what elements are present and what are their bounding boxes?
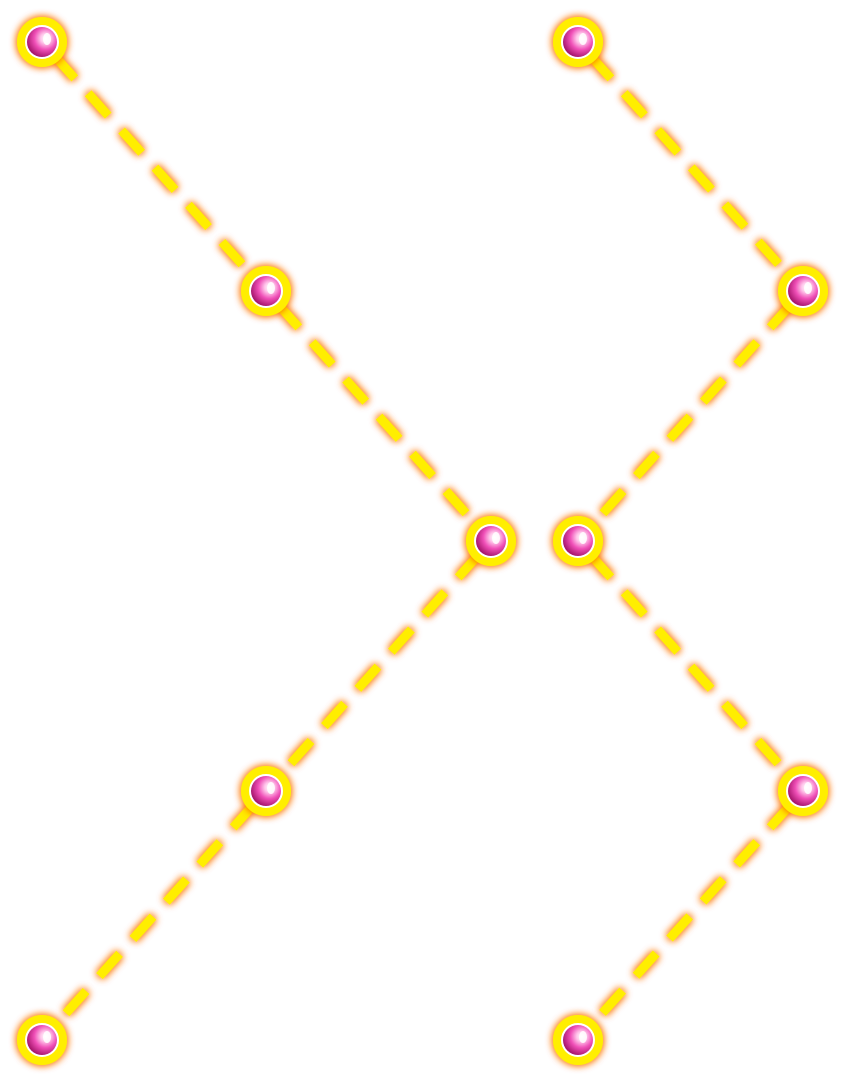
left-zigzag-path-segment-2 [275,302,482,530]
node-2 [553,17,603,67]
bead-highlight [804,782,812,794]
node-5 [466,516,516,566]
left-zigzag-path-segment-4 [51,802,257,1029]
node-3 [241,266,291,316]
node-bead [476,526,506,556]
node-4 [778,266,828,316]
right-zigzag-path-segment-2 [587,302,794,530]
bead-highlight [804,282,812,294]
node-7 [241,766,291,816]
right-zigzag-path-segment-1 [587,53,794,280]
node-bead [788,776,818,806]
node-bead [251,276,281,306]
bead-highlight [579,532,587,544]
node-8 [778,766,828,816]
left-zigzag-path-segment-1 [51,53,257,280]
node-bead [563,1025,593,1055]
node-layer [17,17,828,1065]
node-9 [17,1015,67,1065]
node-bead [27,27,57,57]
bead-highlight [43,33,51,45]
bead-highlight [43,1031,51,1043]
bead-highlight [267,282,275,294]
node-bead [563,526,593,556]
node-bead [563,27,593,57]
right-zigzag-path-segment-4 [587,802,794,1029]
bead-highlight [492,532,500,544]
left-zigzag-path-segment-3 [275,552,482,780]
right-zigzag-path-segment-3 [587,552,794,780]
node-10 [553,1015,603,1065]
bead-highlight [267,782,275,794]
node-bead [27,1025,57,1055]
bead-highlight [579,33,587,45]
node-bead [788,276,818,306]
bead-highlight [579,1031,587,1043]
node-1 [17,17,67,67]
connector-layer [51,53,794,1029]
node-6 [553,516,603,566]
node-bead [251,776,281,806]
